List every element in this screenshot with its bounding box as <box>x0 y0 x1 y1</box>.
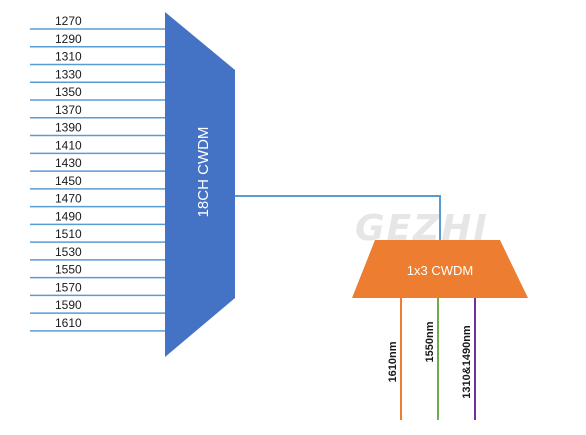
mux-label: 18CH CWDM <box>195 127 212 218</box>
channel-label-1610: 1610 <box>55 316 82 330</box>
channel-label-1530: 1530 <box>55 245 82 259</box>
splitter-1x3-trapezoid <box>352 240 528 298</box>
channel-label-1490: 1490 <box>55 209 82 223</box>
channel-label-1390: 1390 <box>55 121 82 135</box>
channel-label-1510: 1510 <box>55 227 82 241</box>
channel-label-1270: 1270 <box>55 14 82 28</box>
channel-label-1370: 1370 <box>55 103 82 117</box>
output-label-1610: 1610nm <box>387 341 399 382</box>
output-label-1550: 1550nm <box>424 321 436 362</box>
channel-label-1410: 1410 <box>55 138 82 152</box>
mux-18ch-trapezoid <box>165 12 235 357</box>
trunk-fiber-line <box>235 195 441 240</box>
channel-label-1290: 1290 <box>55 32 82 46</box>
channel-label-1590: 1590 <box>55 298 82 312</box>
channel-label-1470: 1470 <box>55 192 82 206</box>
output-label-1310-1490: 1310&1490nm <box>461 325 473 399</box>
channel-label-1330: 1330 <box>55 67 82 81</box>
channel-label-1570: 1570 <box>55 280 82 294</box>
channel-label-1430: 1430 <box>55 156 82 170</box>
splitter-label: 1x3 CWDM <box>407 263 473 278</box>
channel-label-1550: 1550 <box>55 263 82 277</box>
channel-label-1350: 1350 <box>55 85 82 99</box>
channel-label-1310: 1310 <box>55 50 82 64</box>
channel-label-1450: 1450 <box>55 174 82 188</box>
channel-group: 1270 1290 1310 1330 1350 1370 1390 1410 1430 1450… <box>30 14 165 332</box>
